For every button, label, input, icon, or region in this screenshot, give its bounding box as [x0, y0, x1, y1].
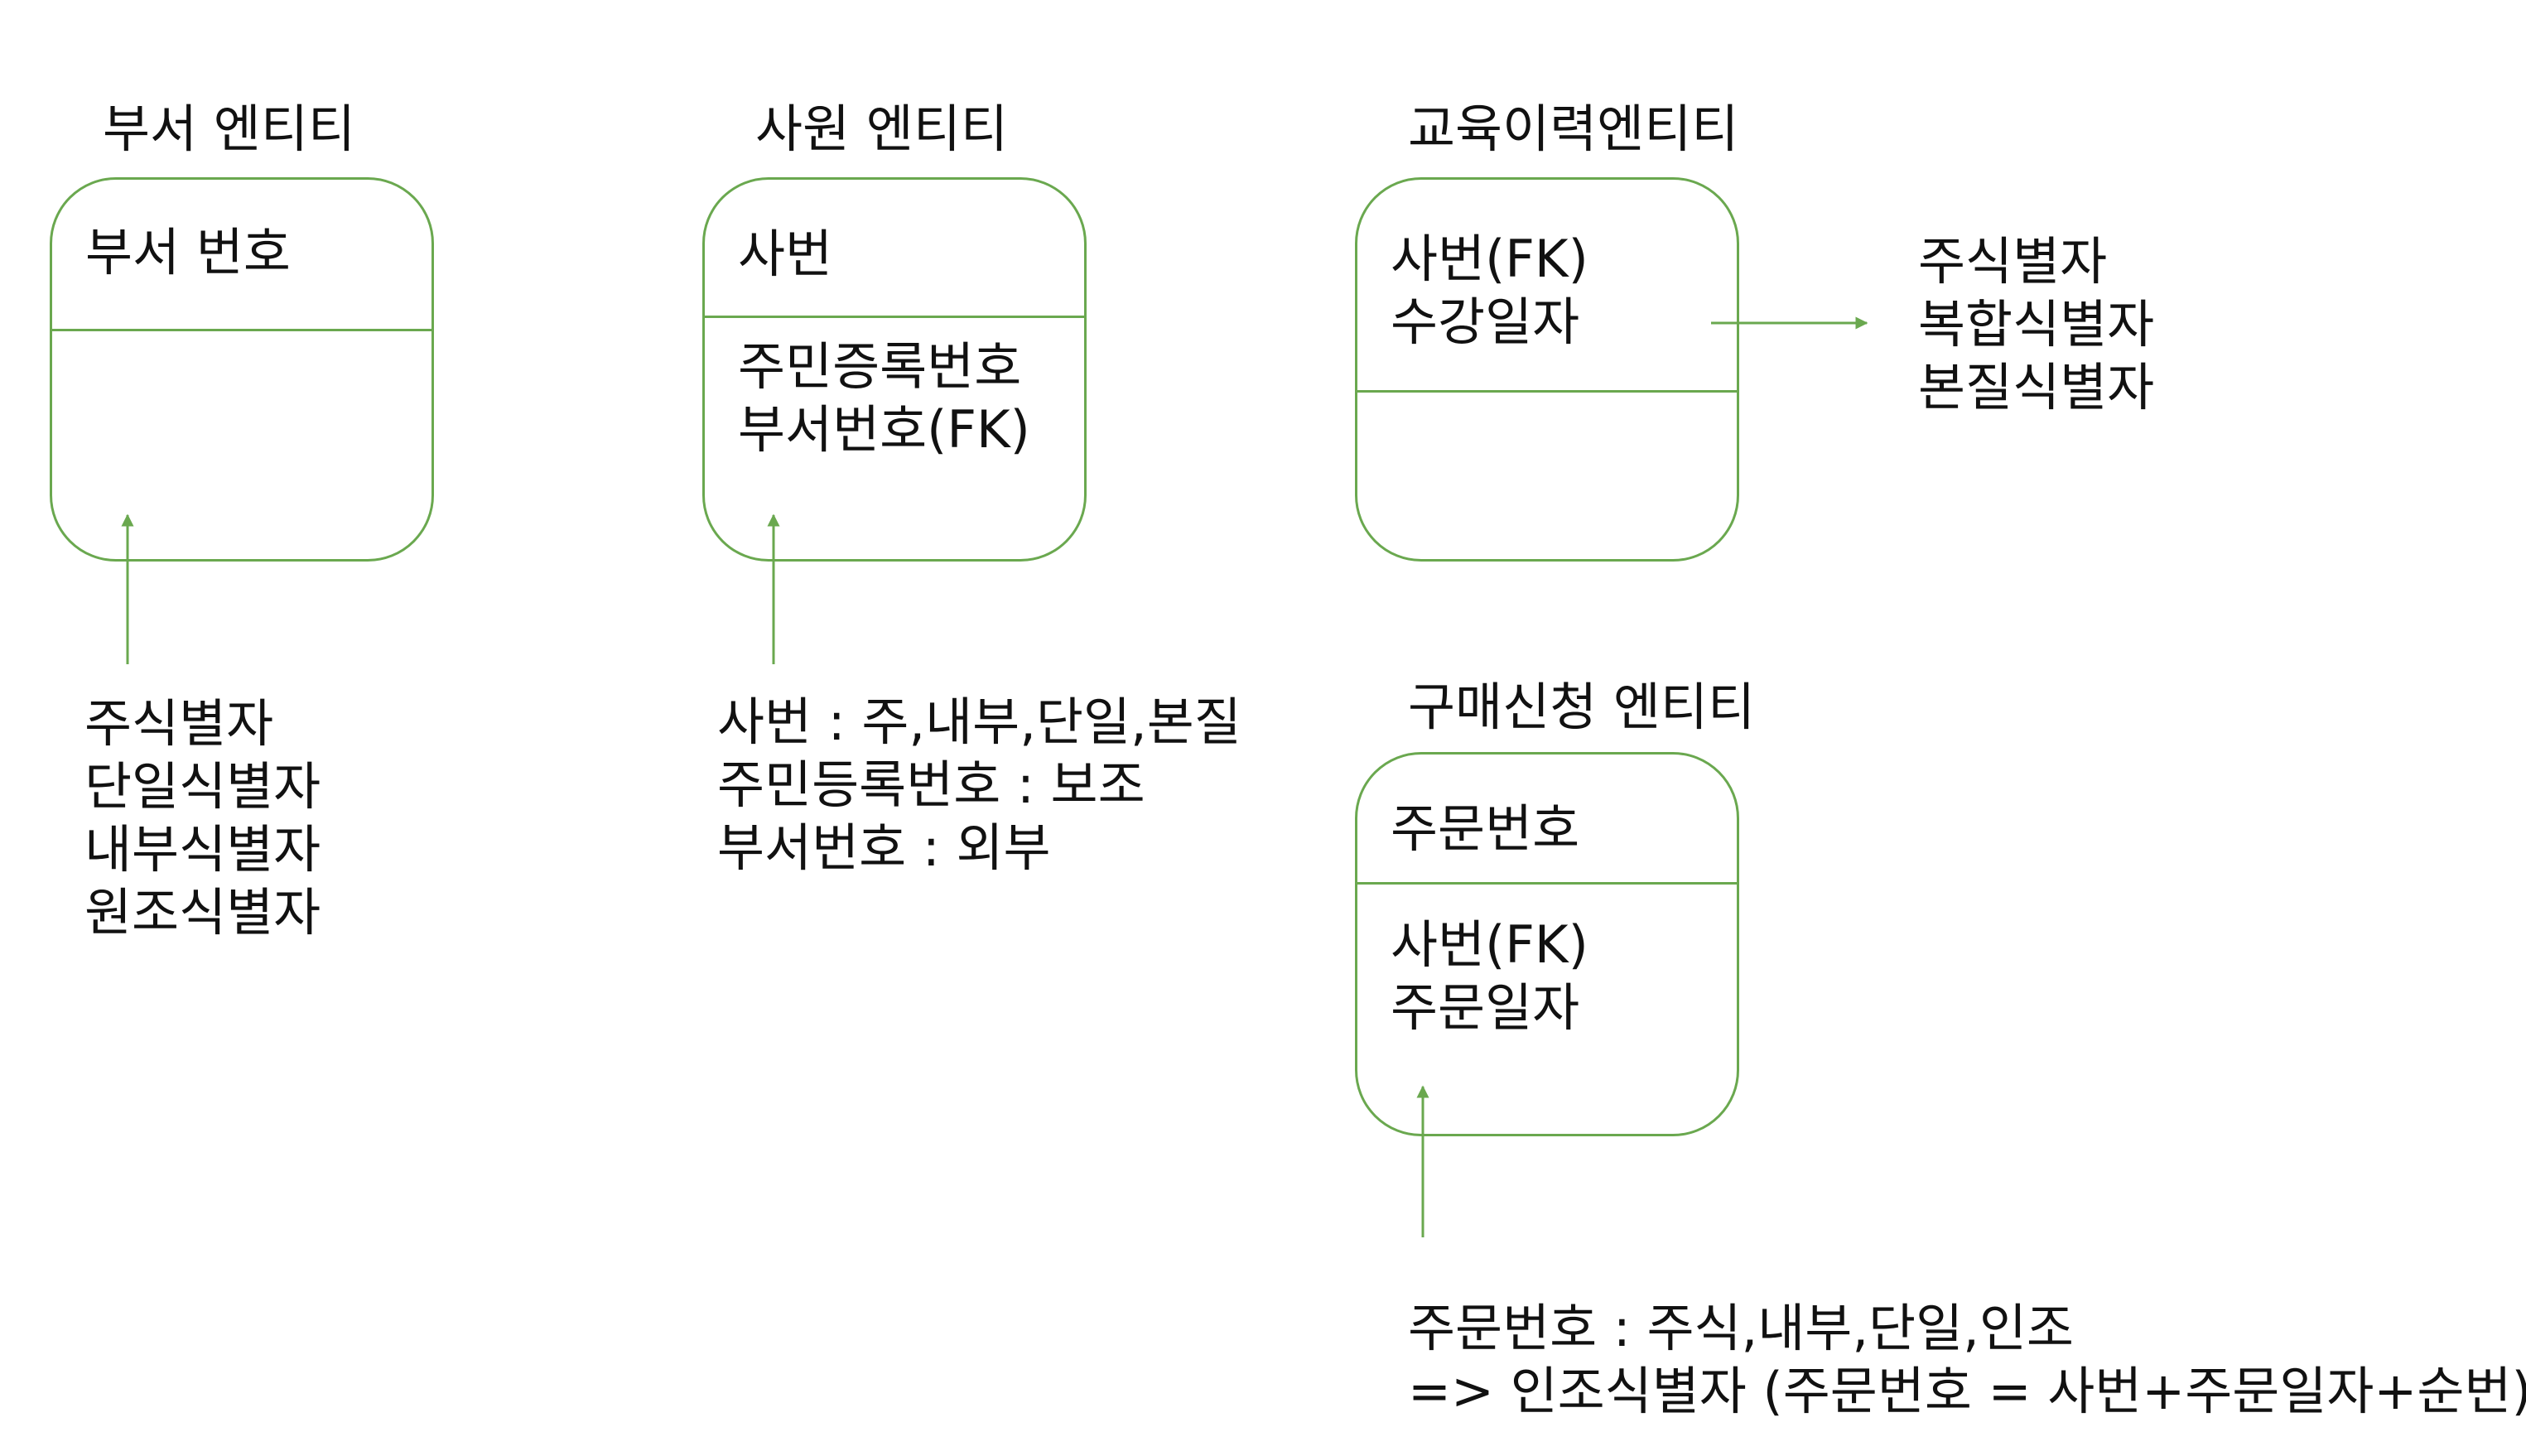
employee-pk-list: 사번: [738, 223, 832, 286]
annotation-line: 주식별자: [84, 693, 274, 754]
purchase-annotation: 주문번호 : 주식,내부,단일,인조 => 인조식별자 (주문번호 = 사번+주…: [1408, 1297, 2526, 1423]
purchase-attribute-list: 사번(FK) 주문일자: [1391, 914, 1588, 1039]
annotation-line: 주식별자: [1918, 231, 2108, 292]
pk-attribute: 부서 번호: [85, 222, 291, 282]
education-entity-box: 사번(FK) 수강일자: [1355, 177, 1739, 562]
annotation-line: => 인조식별자 (주문번호 = 사번+주문일자+순번): [1408, 1361, 2526, 1421]
attribute: 주민증록번호: [738, 336, 1022, 397]
pk-attribute: 사번(FK): [1391, 229, 1588, 289]
pk-divider: [705, 316, 1084, 318]
education-entity-title: 교육이력엔티티: [1408, 99, 1739, 159]
purchase-entity-title: 구매신청 엔티티: [1408, 677, 1755, 737]
education-pk-list: 사번(FK) 수강일자: [1391, 228, 1588, 354]
annotation-line: 내부식별자: [84, 819, 321, 880]
annotation-line: 복합식별자: [1918, 294, 2155, 354]
pk-divider: [52, 329, 431, 331]
pk-attribute: 사번: [738, 224, 833, 284]
employee-attribute-list: 주민증록번호 부서번호(FK): [738, 335, 1030, 461]
department-entity-box: 부서 번호: [50, 177, 434, 562]
department-entity-title: 부서 엔티티: [103, 99, 355, 159]
annotation-line: 주민등록번호 : 보조: [717, 755, 1145, 815]
pk-attribute: 주문번호: [1391, 798, 1580, 859]
department-pk-list: 부서 번호: [85, 221, 291, 284]
annotation-line: 주문번호 : 주식,내부,단일,인조: [1408, 1298, 2074, 1358]
annotation-line: 단일식별자: [84, 756, 321, 817]
pk-divider: [1357, 882, 1737, 885]
annotation-line: 본질식별자: [1918, 357, 2155, 417]
attribute: 부서번호(FK): [738, 399, 1030, 460]
purchase-pk-list: 주문번호: [1391, 798, 1579, 861]
attribute: 주문일자: [1391, 977, 1580, 1038]
pk-attribute: 수강일자: [1391, 292, 1580, 352]
employee-entity-title: 사원 엔티티: [755, 99, 1008, 159]
annotation-line: 사번 : 주,내부,단일,본질: [717, 692, 1241, 752]
education-annotation: 주식별자 복합식별자 본질식별자: [1918, 230, 2154, 419]
department-annotation: 주식별자 단일식별자 내부식별자 원조식별자: [84, 692, 321, 944]
pk-divider: [1357, 390, 1737, 393]
employee-entity-box: 사번 주민증록번호 부서번호(FK): [702, 177, 1087, 562]
employee-annotation: 사번 : 주,내부,단일,본질 주민등록번호 : 보조 부서번호 : 외부: [717, 691, 1241, 880]
annotation-line: 부서번호 : 외부: [717, 817, 1051, 878]
attribute: 사번(FK): [1391, 914, 1588, 975]
purchase-entity-box: 주문번호 사번(FK) 주문일자: [1355, 752, 1739, 1136]
annotation-line: 원조식별자: [84, 882, 321, 943]
